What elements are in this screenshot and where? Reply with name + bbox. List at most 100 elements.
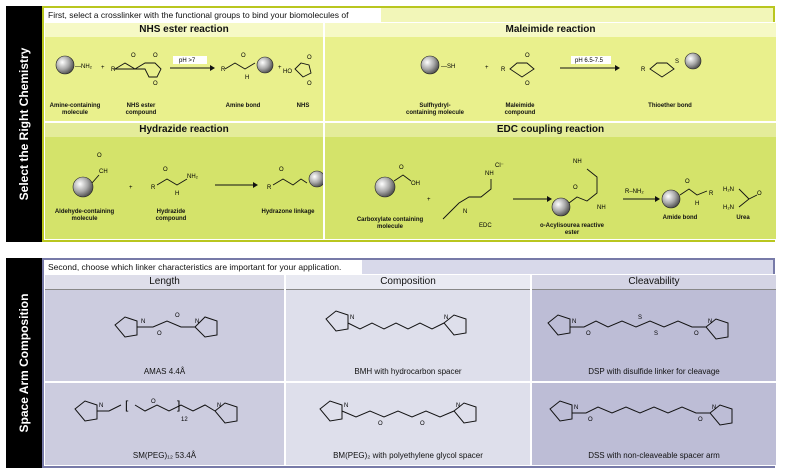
- svg-text:CH: CH: [99, 169, 108, 175]
- svg-text:O: O: [694, 331, 699, 337]
- svg-text:+: +: [485, 65, 489, 71]
- svg-text:N: N: [217, 403, 221, 409]
- molecule-label-bm-peg: BM(PEG)₂ with polyethylene glycol spacer: [333, 451, 483, 460]
- svg-text:O: O: [279, 167, 284, 173]
- cleavability-cell: Cleavability N O S S O N DSP with disulfide l…: [531, 274, 777, 382]
- svg-text:O: O: [757, 191, 762, 197]
- svg-text:]: ]: [177, 398, 180, 412]
- hydrazide-reaction-title: Hydrazide reaction: [45, 123, 323, 137]
- svg-text:+: +: [101, 65, 105, 71]
- svg-text:O: O: [153, 81, 158, 87]
- svg-text:H: H: [245, 75, 249, 81]
- maleimide-reaction-title: Maleimide reaction: [325, 23, 776, 37]
- maleimide-reaction-diagram: —SH + ROO pH 6.5-7.5 RS: [420, 52, 702, 87]
- svg-text:O: O: [420, 421, 425, 427]
- molecule-label-bmh: BMH with hydrocarbon spacer: [354, 367, 462, 376]
- dsp-structure: N O S S O N: [547, 314, 729, 340]
- svg-text:N: N: [444, 315, 448, 321]
- svg-text:N: N: [141, 319, 145, 325]
- maleimide-condition: pH 6.5-7.5: [575, 58, 604, 64]
- svg-text:N: N: [572, 319, 576, 325]
- svg-text:NH: NH: [597, 205, 606, 211]
- svg-text:O: O: [573, 185, 578, 191]
- svg-text:H₂N: H₂N: [723, 205, 734, 211]
- svg-text:O: O: [586, 331, 591, 337]
- molecule-label-sm-peg: SM(PEG)₁₂ 53.4Å: [132, 451, 197, 460]
- biomolecule-sphere-icon: [374, 176, 396, 198]
- chemistry-panel: First, select a crosslinker with the fun…: [42, 6, 777, 242]
- column-cleavability-header: Cleavability: [532, 275, 776, 290]
- molecule-label-amas: AMAS 4.4Å: [143, 367, 186, 376]
- svg-text:—SH: —SH: [441, 64, 455, 70]
- svg-text:[: [: [125, 398, 129, 412]
- svg-text:O: O: [698, 417, 703, 423]
- svg-text:O: O: [378, 421, 383, 427]
- svg-text:S: S: [654, 331, 658, 337]
- edc-reagent: R–NH₂: [625, 189, 644, 195]
- maleimide-label-sulfhydryl: Sulfhydryl-containing molecule: [405, 103, 464, 116]
- svg-text:O: O: [131, 53, 136, 59]
- svg-text:NH: NH: [485, 171, 494, 177]
- svg-text:O: O: [241, 53, 246, 59]
- biomolecule-sphere-icon: [55, 55, 75, 75]
- biomolecule-sphere-icon: [72, 176, 94, 198]
- hydrazide-label-compound: Hydrazide compound: [155, 209, 187, 222]
- edc-label-urea: Urea: [736, 215, 750, 221]
- hydrazide-label-hydrazone: Hydrazone linkage: [261, 209, 315, 215]
- svg-text:—NH₂: —NH₂: [75, 64, 93, 70]
- sidebar-spacer: Space Arm Composition: [6, 258, 42, 468]
- svg-text:S: S: [638, 315, 642, 321]
- svg-text:Cl⁻: Cl⁻: [495, 163, 504, 169]
- edc-label-amide-bond: Amide bond: [662, 215, 698, 221]
- svg-text:O: O: [157, 331, 162, 337]
- hydrazide-label-aldehyde: Aldehyde-containing molecule: [54, 209, 115, 222]
- edc-label-edc: EDC: [479, 223, 492, 229]
- sidebar-spacer-label: Space Arm Composition: [17, 293, 31, 433]
- svg-text:N: N: [350, 315, 354, 321]
- spacer-panel: Second, choose which linker characterist…: [42, 258, 777, 468]
- svg-text:R: R: [111, 67, 116, 73]
- svg-text:S: S: [675, 59, 679, 65]
- svg-text:O: O: [525, 81, 530, 87]
- molecule-label-dsp: DSP with disulfide linker for cleavage: [588, 367, 720, 376]
- nhs-label-amine-bond: Amine bond: [225, 103, 261, 109]
- svg-text:O: O: [588, 417, 593, 423]
- svg-text:R: R: [221, 67, 226, 73]
- svg-text:O: O: [175, 313, 180, 319]
- svg-text:R: R: [501, 67, 506, 73]
- maleimide-label-thioether: Thioether bond: [648, 103, 692, 109]
- svg-text:H: H: [695, 201, 699, 207]
- chemistry-intro: First, select a crosslinker with the fun…: [44, 8, 381, 30]
- spacer-intro: Second, choose which linker characterist…: [44, 260, 362, 274]
- svg-text:H: H: [175, 191, 179, 197]
- column-composition-header: Composition: [286, 275, 530, 290]
- svg-text:O: O: [97, 153, 102, 159]
- svg-text:R: R: [641, 67, 646, 73]
- maleimide-label-compound: Maleimide compound: [504, 103, 536, 116]
- edc-label-acylisourea: o-Acylisourea reactive ester: [539, 223, 605, 236]
- edc-reaction-title: EDC coupling reaction: [325, 123, 776, 137]
- svg-text:O: O: [151, 399, 156, 405]
- svg-text:O: O: [163, 167, 168, 173]
- svg-text:+: +: [427, 197, 431, 203]
- nhs-label-ester: NHS ester compound: [125, 103, 157, 116]
- nhs-reaction-title: NHS ester reaction: [45, 23, 323, 37]
- svg-text:N: N: [708, 319, 712, 325]
- svg-text:R: R: [267, 185, 272, 191]
- svg-text:H₂N: H₂N: [723, 187, 734, 193]
- svg-text:NH₂: NH₂: [187, 174, 199, 180]
